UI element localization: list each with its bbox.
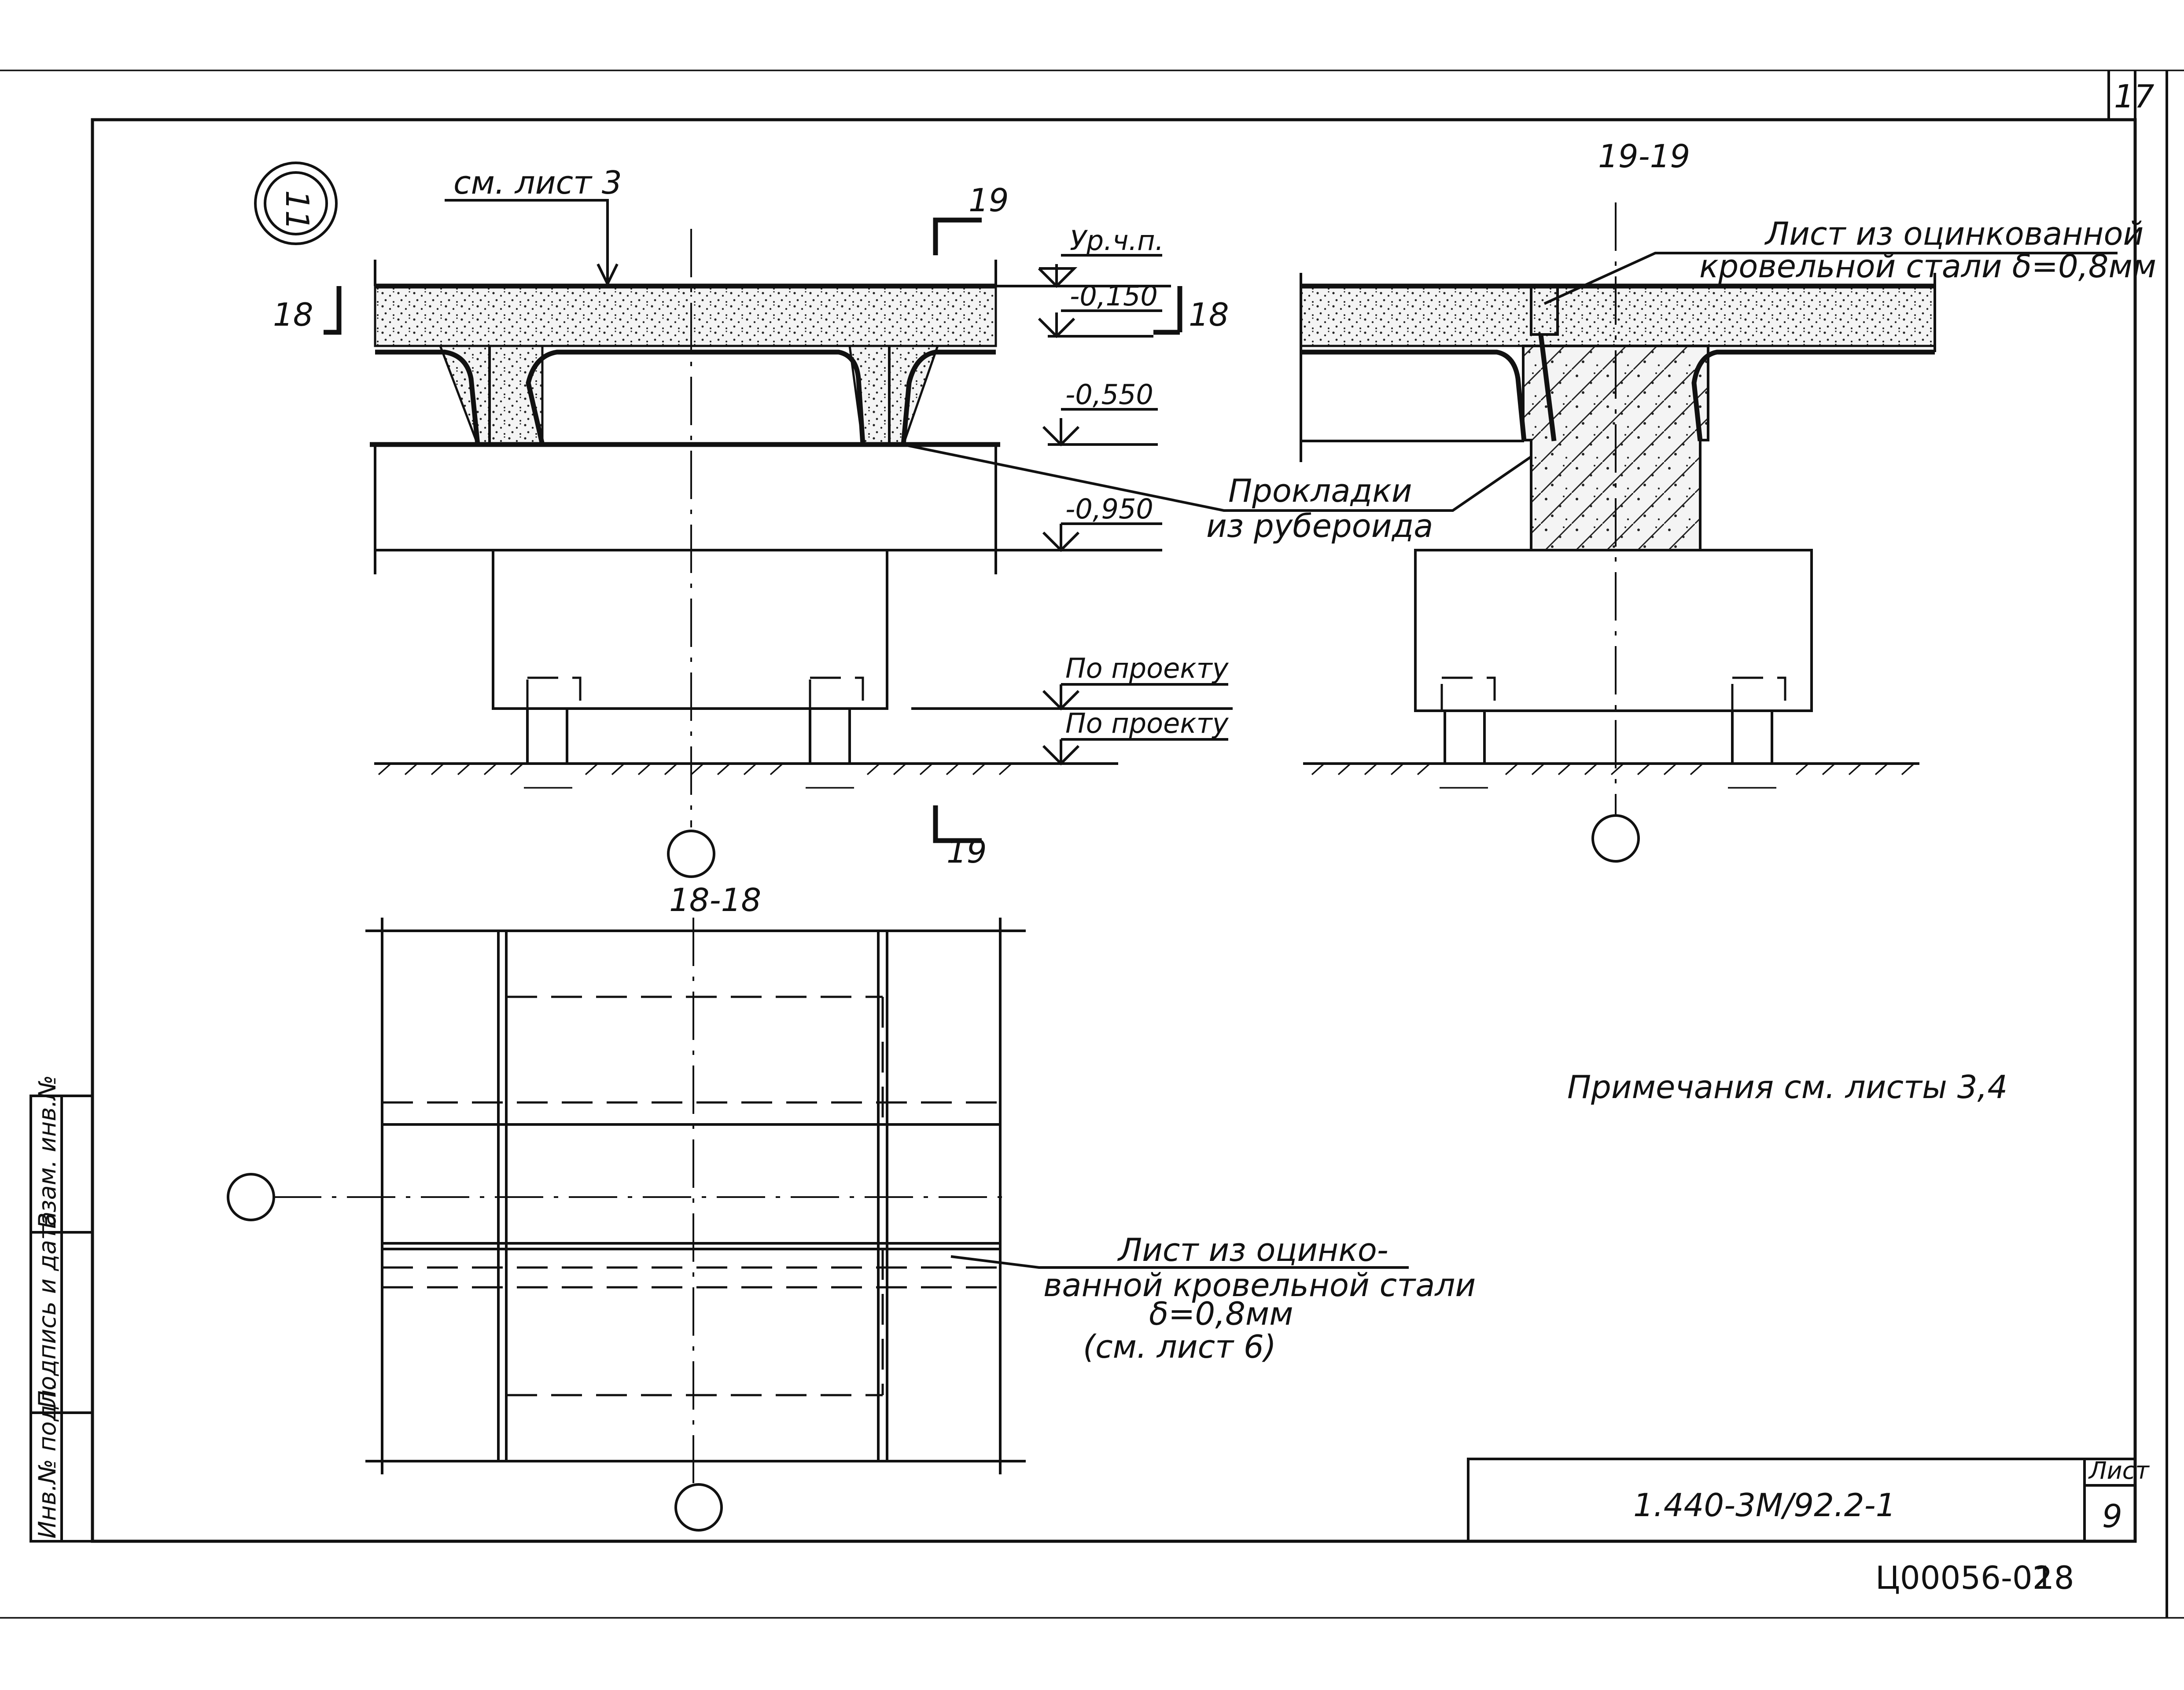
- cut-18-right: 18: [1189, 296, 1229, 333]
- elevation-view: [324, 199, 1555, 878]
- plan-sheet-line1: Лист из оцинко-: [1117, 1231, 1388, 1268]
- plan-18-18: [227, 918, 1409, 1532]
- view-marker-number: 11: [279, 190, 316, 231]
- section-19-title: 19-19: [1598, 138, 1690, 175]
- view-marker: [254, 162, 338, 245]
- stamp-signature-label: Подпись и дата: [33, 1212, 61, 1408]
- archive-page: 18: [2034, 1559, 2074, 1596]
- plan-18-title: 18-18: [669, 882, 761, 918]
- level-project-2: По проекту: [1065, 707, 1229, 739]
- stamp-inv-label: Инв.№ подл.: [33, 1382, 61, 1539]
- section-19-sheet-line2: кровельной стали δ=0,8мм: [1699, 248, 2156, 285]
- sheet-corner-number: 17: [2114, 78, 2155, 115]
- pads-label-line2: из рубероида: [1206, 507, 1433, 544]
- level-project-1: По проекту: [1065, 652, 1229, 684]
- title-block-sheet-label: Лист: [2088, 1457, 2150, 1484]
- notes-text: Примечания см. листы 3,4: [1567, 1069, 2007, 1106]
- plan-sheet-line4: (см. лист 6): [1083, 1328, 1276, 1365]
- title-block: [1467, 1458, 2136, 1543]
- level-0950: -0,950: [1065, 493, 1153, 525]
- section-mark-19-bottom: 19: [947, 833, 987, 870]
- level-0550: -0,550: [1065, 378, 1153, 411]
- section-19-19: [1300, 202, 2118, 863]
- level-marks: [911, 254, 1233, 766]
- level-floor: Ур.ч.п.: [1070, 224, 1164, 257]
- archive-code: Ц00056-02: [1875, 1559, 2053, 1596]
- title-block-code: 1.440-3М/92.2-1: [1633, 1487, 1896, 1524]
- stamp-replace-label: Взам. инв.№: [33, 1075, 61, 1229]
- plan-sheet-line3: δ=0,8мм: [1149, 1295, 1293, 1332]
- title-block-sheet-number: 9: [2102, 1498, 2122, 1535]
- pads-label-line1: Прокладки: [1228, 472, 1412, 509]
- section-19-sheet-line1: Лист из оцинкованной: [1764, 215, 2143, 252]
- side-stamp: [29, 1095, 94, 1543]
- plan-sheet-line2: ванной кровельной стали: [1043, 1267, 1476, 1304]
- section-mark-19-top: 19: [969, 182, 1009, 219]
- ref-label: см. лист 3: [453, 164, 622, 201]
- sheet-frame: [0, 70, 2184, 1619]
- cut-18-left: 18: [273, 296, 313, 333]
- level-0150: -0,150: [1070, 280, 1158, 312]
